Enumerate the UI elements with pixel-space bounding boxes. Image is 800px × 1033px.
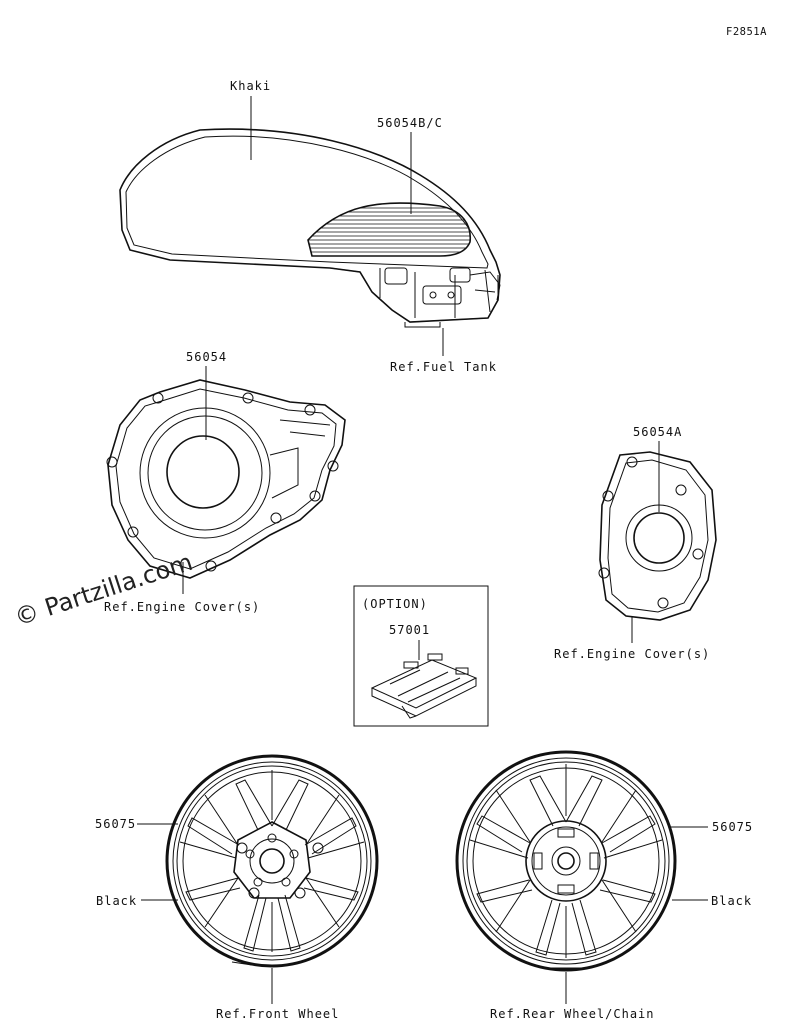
watermark: © Partzilla.com — [11, 548, 196, 632]
left-engine-cover-drawing — [106, 379, 346, 579]
label-right-cover-decal: 56054A — [633, 425, 682, 439]
label-rear-wheel-decal: 56075 — [712, 820, 753, 834]
label-option-part: 57001 — [389, 623, 430, 637]
right-engine-cover-drawing — [598, 451, 717, 621]
label-ref-engine-cover-left: Ref.Engine Cover(s) — [104, 600, 260, 614]
label-option: (OPTION) — [362, 597, 428, 611]
label-ref-engine-cover-right: Ref.Engine Cover(s) — [554, 647, 710, 661]
label-ref-front-wheel: Ref.Front Wheel — [216, 1007, 339, 1021]
fuel-tank-drawing — [119, 128, 501, 328]
label-ref-rear-wheel: Ref.Rear Wheel/Chain — [490, 1007, 655, 1021]
rear-wheel-drawing — [455, 750, 677, 972]
label-front-black: Black — [96, 894, 137, 908]
label-front-wheel-decal: 56075 — [95, 817, 136, 831]
label-rear-black: Black — [711, 894, 752, 908]
figure-id: F2851A — [726, 26, 767, 38]
label-tank-decal: 56054B/C — [377, 116, 443, 130]
front-wheel-drawing — [165, 754, 379, 968]
label-khaki: Khaki — [230, 79, 271, 93]
option-box — [353, 585, 489, 727]
option-part-drawing — [370, 653, 478, 719]
tank-decal-56054BC — [307, 202, 471, 257]
label-ref-fuel-tank: Ref.Fuel Tank — [390, 360, 497, 374]
label-left-cover-decal: 56054 — [186, 350, 227, 364]
